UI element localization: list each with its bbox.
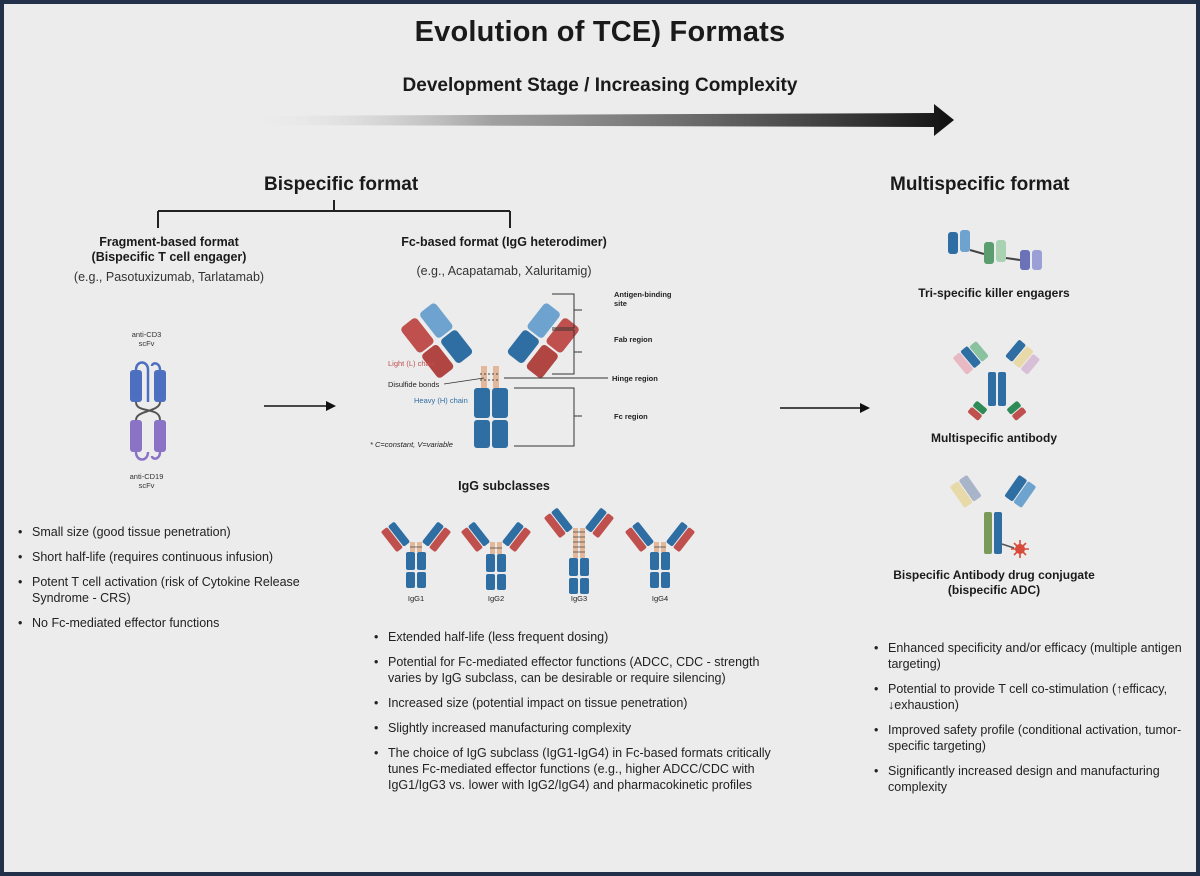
light-chain-label: Light (L) chain (388, 359, 436, 368)
hinge-region-label: Hinge region (612, 374, 658, 383)
igg-subclasses-diagram (381, 508, 695, 594)
fc-region-label: Fc region (614, 412, 648, 421)
list-item: Extended half-life (less frequent dosing… (372, 629, 772, 645)
anti-cd19-label: anti-CD19 scFv (129, 472, 164, 490)
antigen-binding-label: Antigen-binding site (614, 290, 672, 308)
igg-subclass-glyph (544, 508, 614, 594)
list-item: Significantly increased design and manuf… (872, 763, 1190, 795)
list-item: Enhanced specificity and/or efficacy (mu… (872, 640, 1190, 672)
igg-subclasses-title: IgG subclasses (458, 479, 550, 493)
list-item: Small size (good tissue penetration) (16, 524, 336, 540)
multispecific-item-caption: Multispecific antibody (930, 431, 1057, 445)
igg-heterodimer-diagram (401, 293, 608, 448)
multispecific-heading: Multispecific format (890, 174, 1070, 195)
list-item: Slightly increased manufacturing complex… (372, 720, 772, 736)
igg-subclass-glyph (625, 522, 695, 588)
bispecific-adc-diagram (950, 475, 1036, 558)
multispecific-item-caption: Bispecific Antibody drug conjugate (bisp… (893, 568, 1095, 597)
bispecific-heading: Bispecific format (264, 174, 419, 195)
igg-subclass-glyph (461, 522, 531, 590)
trike-diagram (948, 230, 1042, 270)
anti-cd3-label: anti-CD3 scFv (131, 330, 162, 348)
multispecific-bullet-list: Enhanced specificity and/or efficacy (mu… (872, 640, 1190, 804)
list-item: No Fc-mediated effector functions (16, 615, 336, 631)
igg-subclass-glyph (381, 522, 451, 588)
fc-format-examples: (e.g., Acapatamab, Xaluritamig) (416, 264, 592, 278)
list-item: Increased size (potential impact on tiss… (372, 695, 772, 711)
list-item: Potent T cell activation (risk of Cytoki… (16, 574, 336, 606)
disulfide-label: Disulfide bonds (388, 380, 440, 389)
subclass-label: IgG3 (570, 594, 588, 603)
slide-subtitle: Development Stage / Increasing Complexit… (402, 75, 798, 96)
multispecific-item-caption: Tri-specific killer engagers (918, 286, 1070, 300)
list-item: Potential to provide T cell co-stimulati… (872, 681, 1190, 713)
arrow-right-icon (780, 403, 870, 413)
list-item: Potential for Fc-mediated effector funct… (372, 654, 772, 686)
slide-title: Evolution of TCE) Formats (414, 16, 786, 48)
list-item: The choice of IgG subclass (IgG1-IgG4) i… (372, 745, 772, 793)
fc-bullet-list: Extended half-life (less frequent dosing… (372, 629, 772, 802)
bispecific-bracket (157, 200, 511, 228)
subclass-label: IgG4 (651, 594, 669, 603)
multispecific-antibody-diagram (953, 340, 1040, 421)
fragment-format-examples: (e.g., Pasotuxizumab, Tarlatamab) (73, 270, 265, 284)
subclass-label: IgG1 (407, 594, 425, 603)
arrow-right-icon (264, 401, 336, 411)
list-item: Improved safety profile (conditional act… (872, 722, 1190, 754)
heavy-chain-label: Heavy (H) chain (414, 396, 468, 405)
footnote-label: * C=constant, V=variable (370, 440, 453, 449)
fc-format-title: Fc-based format (IgG heterodimer) (401, 235, 607, 249)
drug-payload-icon (1011, 540, 1029, 558)
bite-diagram (130, 361, 166, 461)
fragment-bullet-list: Small size (good tissue penetration) Sho… (16, 524, 336, 640)
progression-arrow (244, 104, 954, 136)
list-item: Short half-life (requires continuous inf… (16, 549, 336, 565)
fab-region-label: Fab region (614, 335, 653, 344)
step-arrows (264, 401, 870, 413)
fragment-format-title: Fragment-based format (Bispecific T cell… (91, 235, 247, 264)
subclass-label: IgG2 (487, 594, 505, 603)
